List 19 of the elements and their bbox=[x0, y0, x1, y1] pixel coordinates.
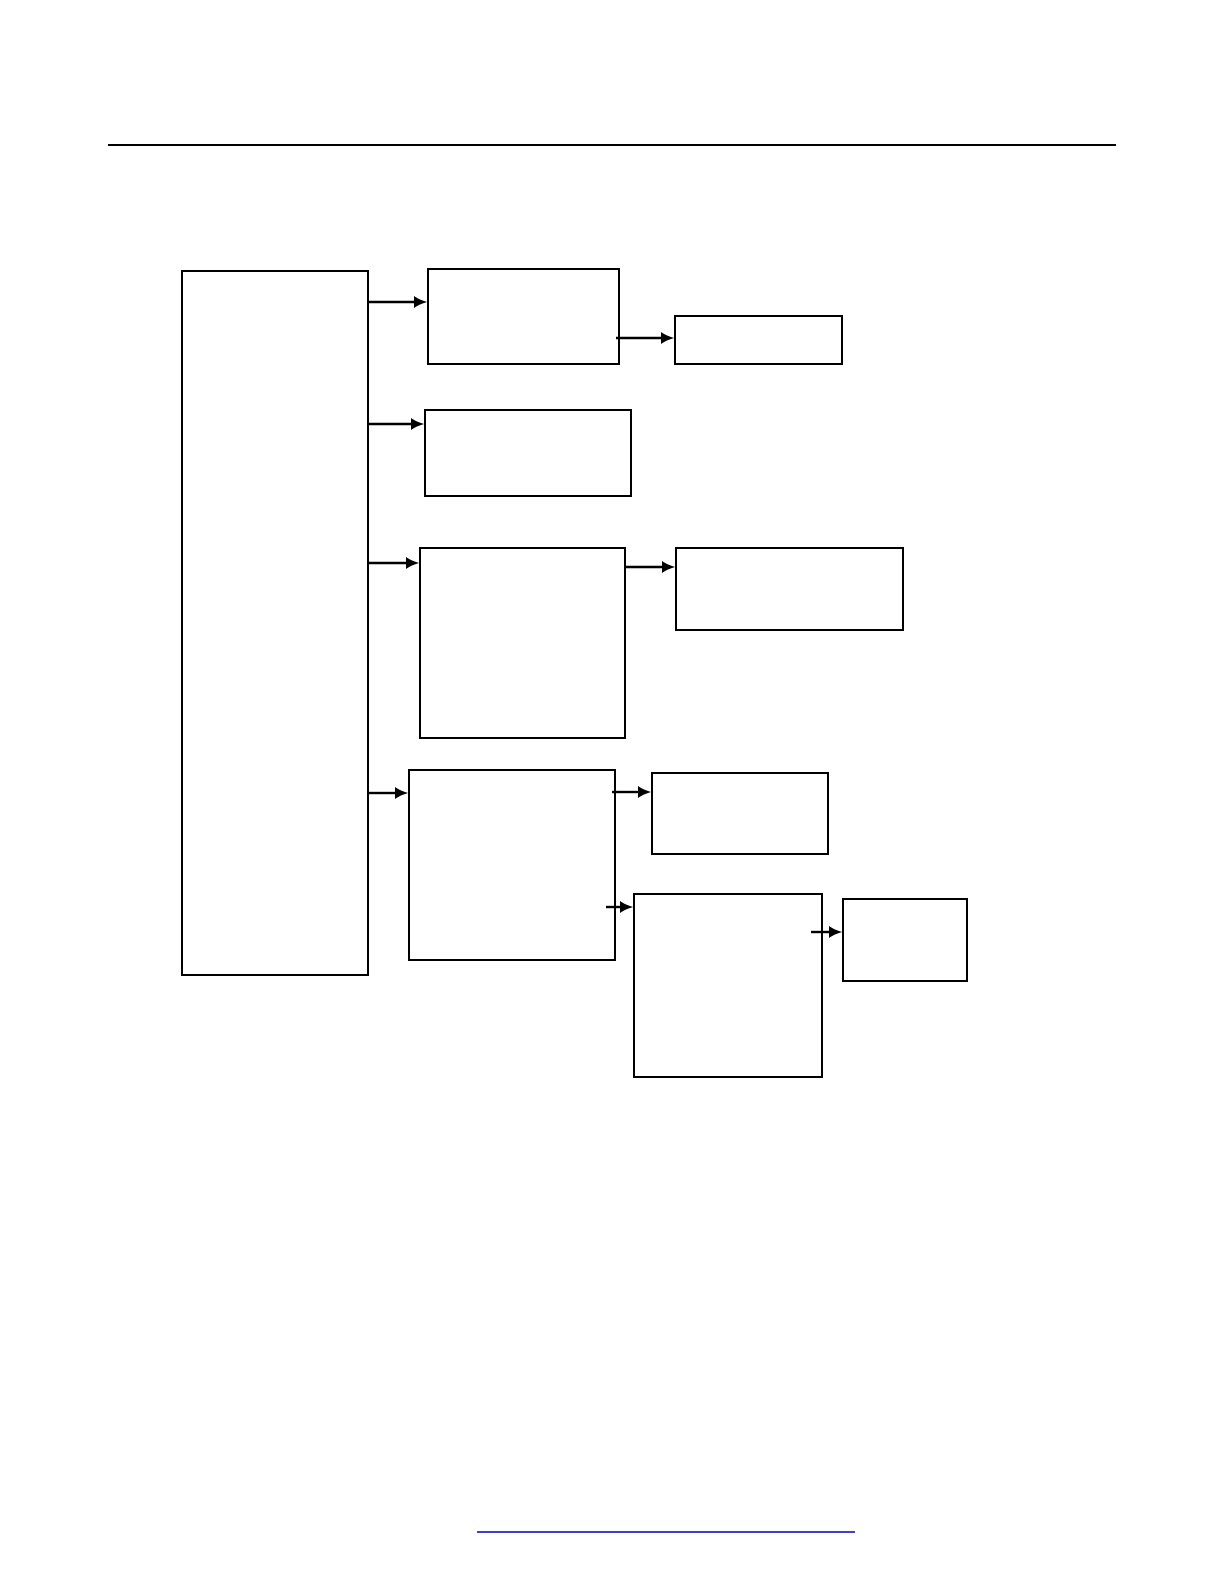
process-box bbox=[181, 270, 369, 976]
arrow bbox=[626, 562, 673, 572]
process-box bbox=[675, 547, 904, 631]
arrow bbox=[606, 902, 631, 912]
process-box bbox=[674, 315, 843, 365]
process-box bbox=[408, 769, 616, 961]
arrow bbox=[616, 333, 672, 343]
arrow bbox=[369, 788, 406, 798]
arrow bbox=[811, 927, 840, 937]
process-box bbox=[651, 772, 829, 855]
process-box bbox=[424, 409, 632, 497]
process-box bbox=[427, 268, 620, 365]
arrow bbox=[612, 787, 649, 797]
arrow bbox=[369, 558, 417, 568]
arrow bbox=[369, 419, 422, 429]
arrow bbox=[369, 297, 425, 307]
process-box bbox=[419, 547, 626, 739]
process-box bbox=[633, 893, 823, 1078]
process-box bbox=[842, 898, 968, 982]
